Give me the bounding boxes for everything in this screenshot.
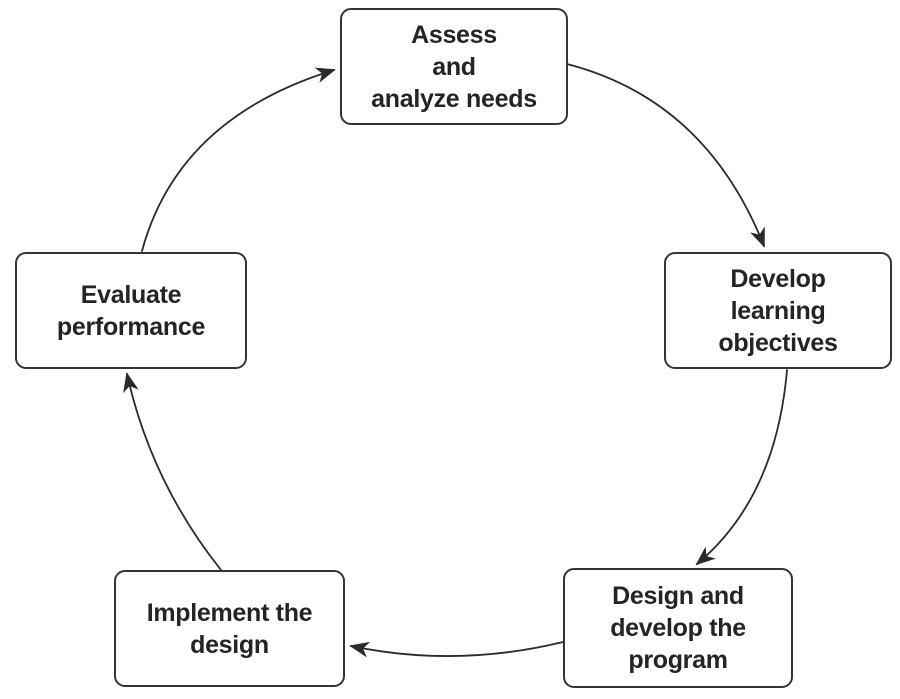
node-label: Assess and analyze needs [371,20,537,113]
node-label: Evaluate performance [56,280,206,341]
node-label: Design and develop the program [610,582,746,674]
connector-develop-to-design [695,369,788,566]
connector-assess-to-develop [566,63,765,248]
node-develop-learning-objectives: Develop learning objectives [664,252,892,369]
node-implement-the-design: Implement the design [114,570,345,687]
node-assess-and-analyze-needs: Assess and analyze needs [340,8,568,125]
connector-implement-to-evaluate [123,372,222,571]
node-design-and-develop-the-program: Design and develop the program [563,568,793,688]
node-label: Implement the design [146,598,313,659]
connector-design-to-implement [349,641,564,658]
node-evaluate-performance: Evaluate performance [15,252,247,369]
connector-evaluate-to-assess [141,67,336,252]
node-label: Develop learning objectives [718,264,838,357]
